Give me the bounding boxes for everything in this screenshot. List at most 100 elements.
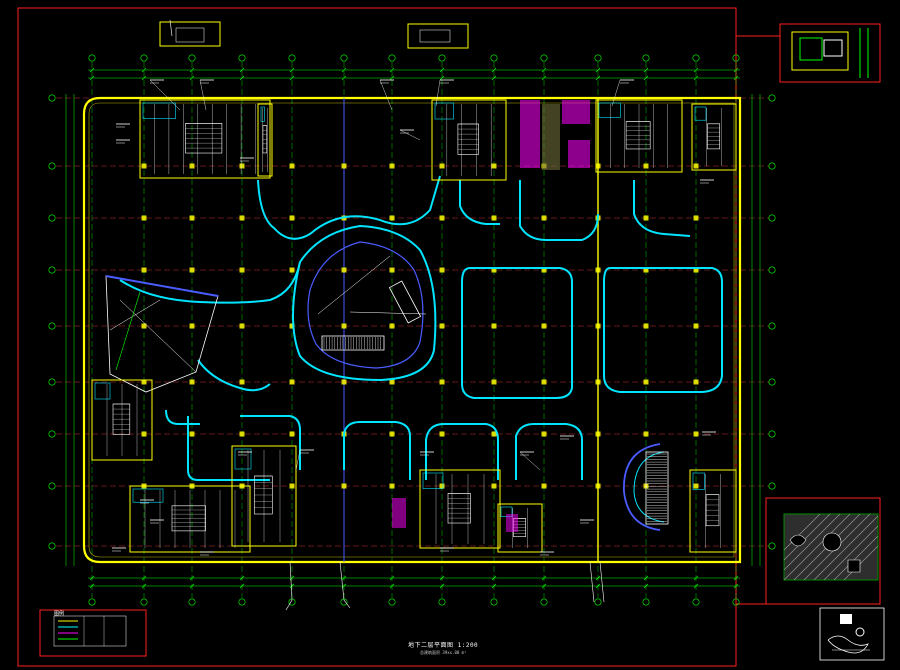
axis-bubble <box>768 482 776 490</box>
column <box>341 267 347 273</box>
axis-bubble <box>238 54 246 62</box>
dimension-tick <box>693 575 699 581</box>
axis-bubble <box>732 54 740 62</box>
dimension-tick <box>89 75 95 81</box>
core-box <box>419 469 501 549</box>
axis-bubble <box>594 54 602 62</box>
column <box>289 483 295 489</box>
dimension-tick <box>733 75 739 81</box>
axis-bubble <box>732 598 740 606</box>
dimension-tick <box>439 75 445 81</box>
axis-bubble <box>288 54 296 62</box>
column <box>439 483 445 489</box>
ramp-curve <box>623 443 661 531</box>
ramp-curve-inner <box>633 451 665 523</box>
column <box>491 163 497 169</box>
shaft-box <box>422 472 444 489</box>
dimension-tick <box>693 67 699 73</box>
column <box>693 483 699 489</box>
dimension-tick <box>491 575 497 581</box>
axis-grid <box>48 54 776 606</box>
dimension-tick <box>289 583 295 589</box>
axis-bubble <box>768 214 776 222</box>
shaft-box <box>260 106 265 122</box>
axis-bubble <box>48 94 56 102</box>
leader-line <box>379 79 393 111</box>
dimension-tick <box>541 575 547 581</box>
dimension-tick <box>595 67 601 73</box>
axis-bubble <box>642 598 650 606</box>
column <box>693 163 699 169</box>
core-box <box>497 503 543 553</box>
atrium-void <box>105 275 219 393</box>
axis-bubble <box>48 378 56 386</box>
column <box>289 379 295 385</box>
column <box>439 431 445 437</box>
axis-bubble <box>692 598 700 606</box>
column <box>289 323 295 329</box>
column <box>189 323 195 329</box>
axis-bubble <box>340 54 348 62</box>
core-box <box>689 469 737 553</box>
shaft-box <box>694 106 707 121</box>
dimension-tick <box>289 67 295 73</box>
column <box>541 267 547 273</box>
dimension-tick <box>439 575 445 581</box>
dimension-tick <box>239 67 245 73</box>
column <box>141 431 147 437</box>
column <box>239 323 245 329</box>
axis-bubble <box>768 542 776 550</box>
column <box>439 267 445 273</box>
core-box <box>691 103 737 171</box>
column <box>595 483 601 489</box>
leader-line <box>611 79 621 107</box>
column <box>389 431 395 437</box>
structural-columns <box>141 163 699 489</box>
drawing-subtitle: 总建筑面积 39xx.00 m² <box>420 650 467 655</box>
service-cores <box>91 99 737 553</box>
column <box>693 215 699 221</box>
sheet-frame <box>17 7 737 667</box>
dimension-tick <box>141 67 147 73</box>
core-box <box>257 103 273 177</box>
central-escalator <box>317 255 427 351</box>
dimension-tick <box>389 75 395 81</box>
column <box>491 323 497 329</box>
axis-bubble <box>540 54 548 62</box>
dimension-tick <box>189 575 195 581</box>
column <box>643 379 649 385</box>
core-box <box>595 99 683 173</box>
dimension-tick <box>733 575 739 581</box>
building-outline-inner <box>88 102 735 558</box>
column <box>389 215 395 221</box>
axis-bubble <box>48 430 56 438</box>
dimension-tick <box>189 67 195 73</box>
column <box>141 215 147 221</box>
column <box>541 379 547 385</box>
column <box>693 431 699 437</box>
axis-bubble <box>88 598 96 606</box>
dimension-tick <box>239 75 245 81</box>
column <box>189 267 195 273</box>
annotation-marks <box>112 79 716 556</box>
legend-box <box>39 609 147 657</box>
column <box>389 267 395 273</box>
axis-bubble <box>48 162 56 170</box>
shaft-box <box>598 102 621 118</box>
column <box>141 267 147 273</box>
dimension-tick <box>389 67 395 73</box>
axis-bubble <box>692 54 700 62</box>
column <box>289 215 295 221</box>
column <box>341 323 347 329</box>
dimension-tick <box>239 583 245 589</box>
column <box>239 163 245 169</box>
dimension-tick <box>491 75 497 81</box>
column <box>389 323 395 329</box>
dimension-tick <box>89 575 95 581</box>
column <box>595 379 601 385</box>
column <box>541 215 547 221</box>
dimension-tick <box>595 75 601 81</box>
axis-bubble <box>438 598 446 606</box>
column <box>239 215 245 221</box>
